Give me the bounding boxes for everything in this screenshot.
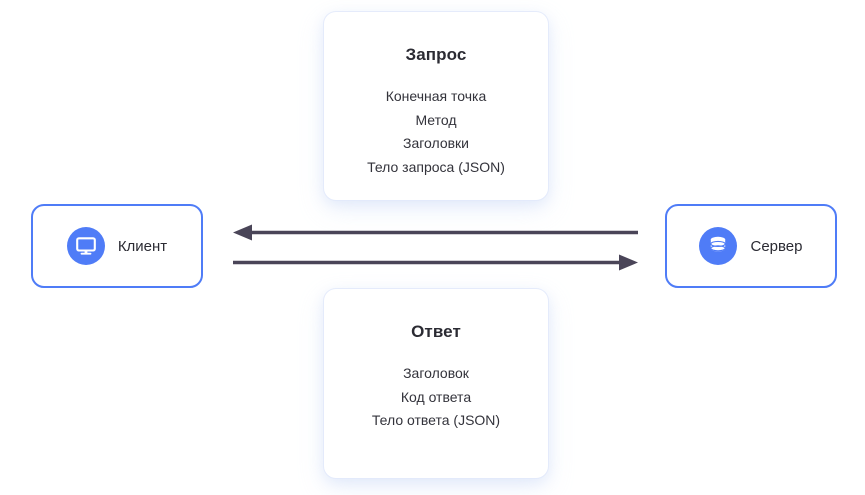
response-card-title: Ответ [411,322,461,341]
server-label: Сервер [750,237,803,255]
server-to-client-arrow [233,224,638,241]
response-line-header: Заголовок [403,365,469,381]
request-line-body: Тело запроса (JSON) [367,158,505,175]
response-line-body: Тело ответа (JSON) [371,412,501,428]
database-icon [699,227,738,265]
client-to-server-arrow [233,254,638,271]
request-line-headers: Заголовки [402,135,469,151]
request-card-lines: Конечная точка Метод Заголовки Тело запр… [324,85,548,179]
monitor-icon [66,227,105,265]
request-card-title: Запрос [405,45,467,64]
response-card-lines: Заголовок Код ответа Тело ответа (JSON) [324,362,548,433]
server-node: Сервер [665,204,837,288]
response-card: Ответ Заголовок Код ответа Тело ответа (… [324,289,548,478]
request-line-method: Метод [415,111,457,128]
response-line-status-code: Код ответа [400,388,472,405]
client-label: Клиент [117,237,168,255]
request-card: Запрос Конечная точка Метод Заголовки Те… [324,12,548,200]
request-line-endpoint: Конечная точка [385,88,487,104]
client-node: Клиент [31,204,203,288]
